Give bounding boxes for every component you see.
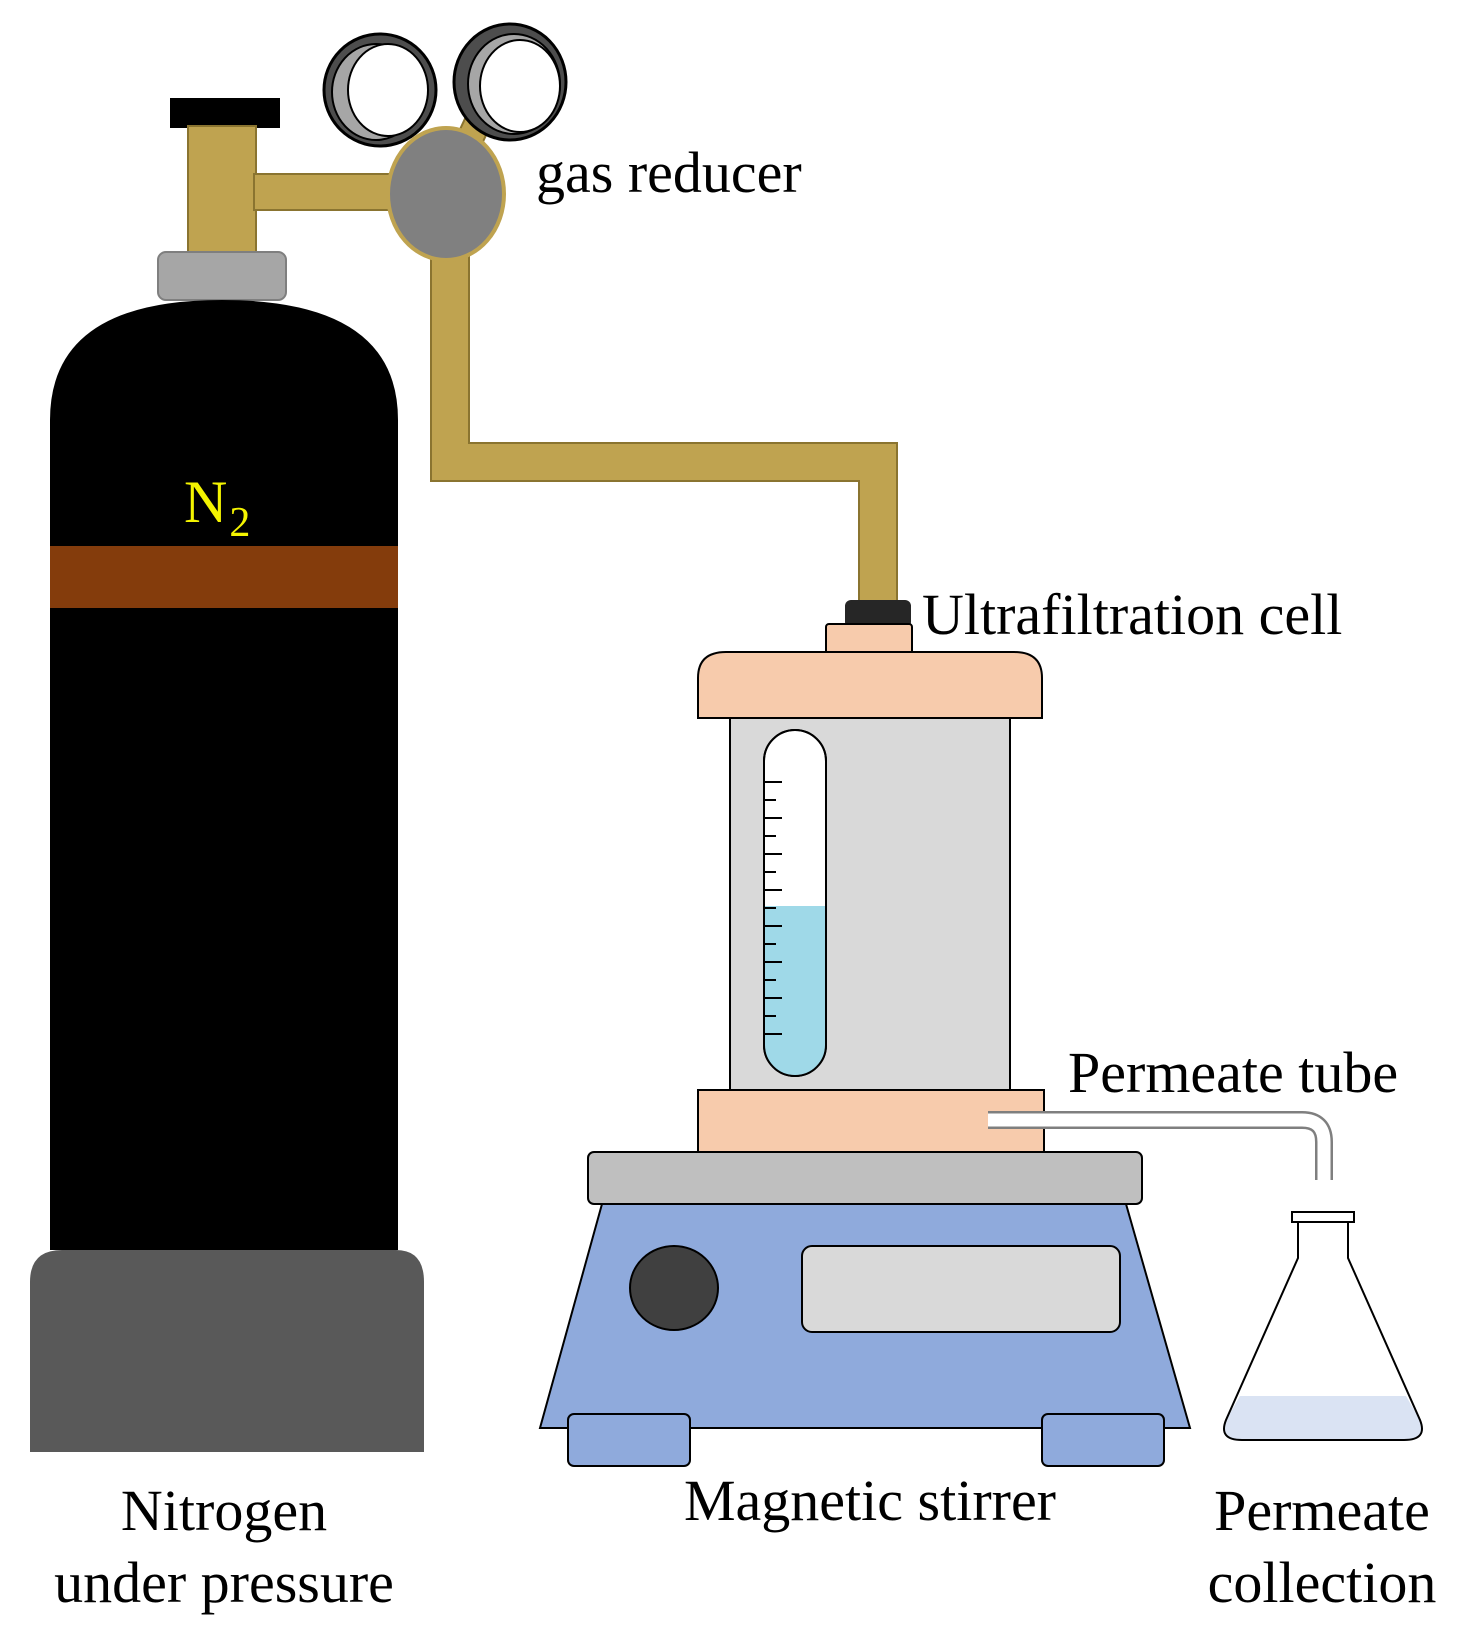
valve-handle — [170, 98, 280, 128]
stirrer-display — [801, 1245, 1121, 1333]
cell-bottom-base — [697, 1089, 1045, 1153]
magnetic-stirrer — [538, 1151, 1192, 1467]
flask-rim — [1291, 1211, 1355, 1223]
cylinder-neck — [157, 251, 287, 301]
pressure-gauge-left — [322, 32, 438, 148]
stirrer-knob[interactable] — [629, 1245, 719, 1331]
pressure-gauge-right — [452, 22, 568, 153]
permeate-tube — [988, 1111, 1333, 1180]
nitrogen-cylinder: N2 — [30, 251, 424, 1452]
cylinder-base — [30, 1250, 424, 1452]
label-magnetic-stirrer: Magnetic stirrer — [684, 1468, 1056, 1533]
gas-regulator — [386, 126, 506, 262]
stirrer-foot-left — [567, 1413, 691, 1467]
label-permeate-line1: Permeate — [1214, 1478, 1430, 1543]
label-permeate-line2: collection — [1208, 1550, 1437, 1615]
gas-symbol: N2 — [184, 469, 250, 546]
valve-stem — [187, 125, 257, 257]
level-scale — [764, 781, 782, 1035]
stirrer-top-plate — [587, 1151, 1143, 1205]
label-nitrogen-line2: under pressure — [54, 1550, 394, 1615]
cylinder-body — [50, 300, 398, 1250]
solution-level — [765, 906, 825, 1075]
gas-pipe — [430, 240, 898, 604]
cell-top-cap — [697, 651, 1043, 719]
stirrer-foot-right — [1041, 1413, 1165, 1467]
label-nitrogen-line1: Nitrogen — [121, 1478, 327, 1543]
cylinder-band — [50, 546, 398, 608]
ultrafiltration-cell — [697, 600, 1045, 1153]
label-permeate-tube: Permeate tube — [1068, 1040, 1398, 1105]
label-ultrafiltration-cell: Ultrafiltration cell — [922, 582, 1342, 647]
permeate-flask — [1223, 1211, 1423, 1441]
label-gas-reducer: gas reducer — [536, 140, 802, 205]
cylinder-valve — [170, 98, 405, 257]
valve-outlet-pipe — [253, 173, 405, 211]
cell-inlet-fitting — [825, 623, 913, 655]
cell-inlet-connector — [845, 600, 911, 628]
